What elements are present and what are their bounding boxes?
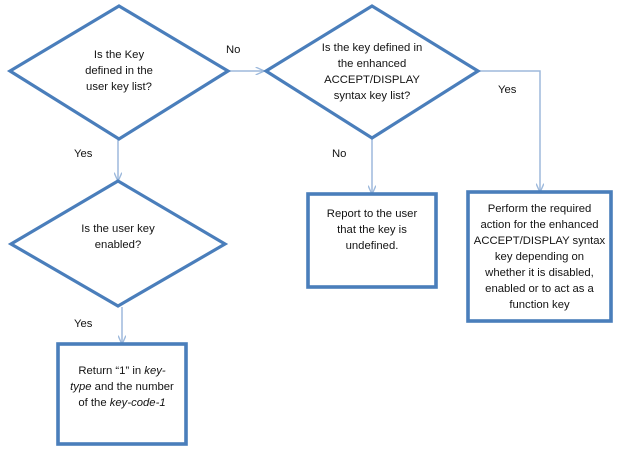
edge-label-d1-yes: Yes bbox=[74, 148, 93, 160]
connector-d2-yes-to-p3 bbox=[479, 70, 540, 192]
decision-key-defined-user-key-list-shape[interactable] bbox=[6, 4, 232, 141]
decision-key-defined-enhanced-syntax-shape[interactable] bbox=[262, 4, 482, 140]
process-perform-enhanced-action-shape[interactable] bbox=[466, 190, 613, 323]
shapes bbox=[6, 4, 613, 446]
edge-label-d3-yes: Yes bbox=[74, 318, 93, 330]
process-return-key-type-shape[interactable] bbox=[56, 342, 188, 446]
process-report-undefined-shape[interactable] bbox=[306, 192, 438, 289]
edge-label-d2-no: No bbox=[332, 148, 347, 160]
decision-user-key-enabled-shape[interactable] bbox=[7, 179, 229, 308]
connectors bbox=[118, 71, 540, 344]
edge-label-d1-no: No bbox=[226, 44, 241, 56]
edge-label-d2-yes: Yes bbox=[498, 84, 517, 96]
